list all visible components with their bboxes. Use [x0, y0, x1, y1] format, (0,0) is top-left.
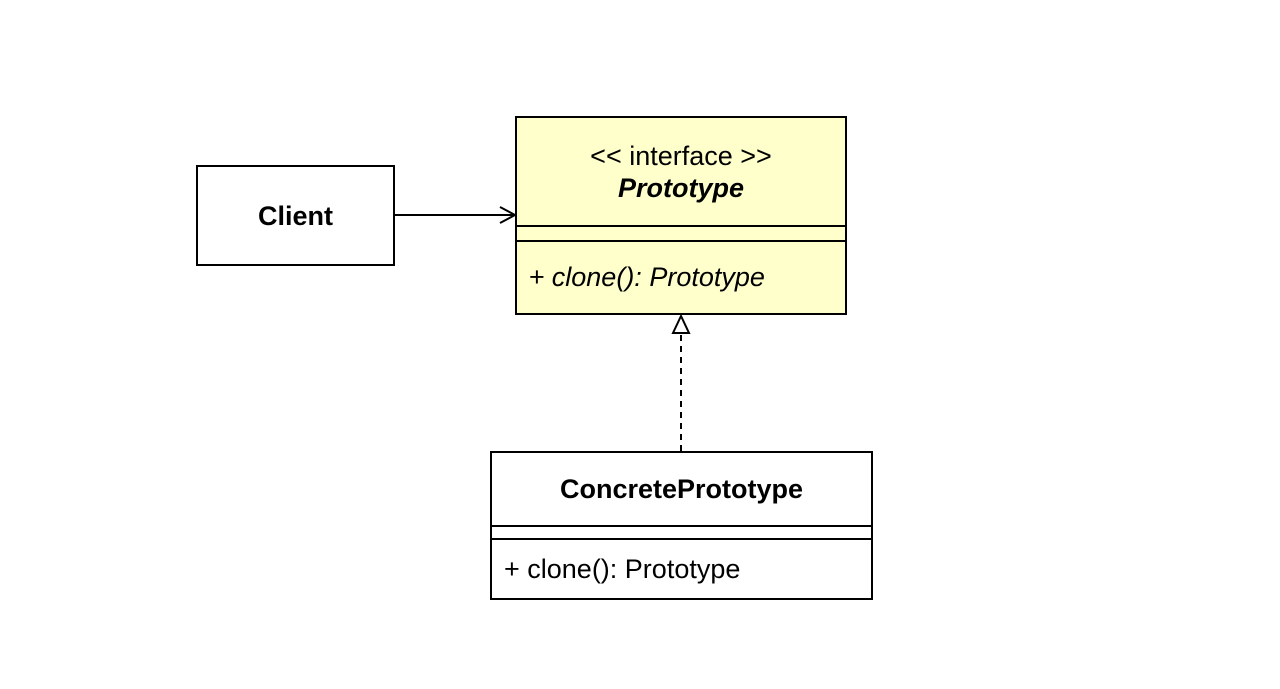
prototype-attributes-section	[517, 227, 845, 242]
concrete-prototype-class-box[interactable]: ConcretePrototype + clone(): Prototype	[490, 451, 873, 600]
prototype-operation-visibility: +	[529, 262, 545, 292]
concrete-prototype-name-section: ConcretePrototype	[492, 453, 871, 527]
prototype-name-section: << interface >> Prototype	[517, 118, 845, 227]
prototype-operations-section: + clone(): Prototype	[517, 242, 845, 313]
client-class-name: Client	[257, 200, 333, 231]
hollow-triangle-arrowhead-icon	[671, 313, 691, 334]
concrete-prototype-class-name: ConcretePrototype	[559, 474, 804, 504]
concrete-prototype-operations-section: + clone(): Prototype	[492, 540, 871, 598]
concrete-prototype-operation-clone: + clone(): Prototype	[504, 553, 741, 584]
prototype-stereotype: << interface >>	[590, 140, 772, 171]
client-class-box[interactable]: Client	[196, 165, 395, 266]
client-name-section: Client	[198, 167, 393, 264]
prototype-operation-clone: clone(): Prototype	[551, 262, 765, 292]
prototype-interface-box[interactable]: << interface >> Prototype + clone(): Pro…	[515, 116, 847, 315]
concrete-prototype-attributes-section	[492, 527, 871, 540]
prototype-class-name: Prototype	[617, 172, 744, 203]
